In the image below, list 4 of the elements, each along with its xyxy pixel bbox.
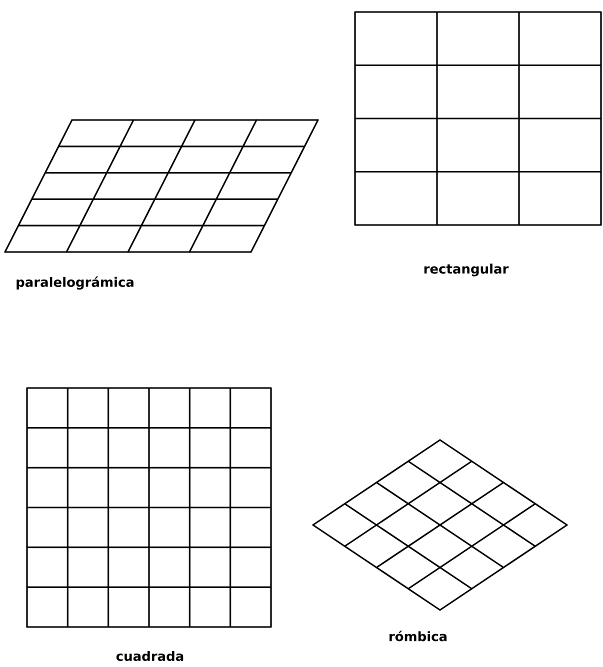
lattice-label: cuadrada — [116, 650, 184, 662]
lattice-label: rómbica — [390, 630, 447, 642]
lattice-label: paralelográmica — [16, 276, 134, 290]
lattice-label: rectangular — [424, 264, 509, 276]
